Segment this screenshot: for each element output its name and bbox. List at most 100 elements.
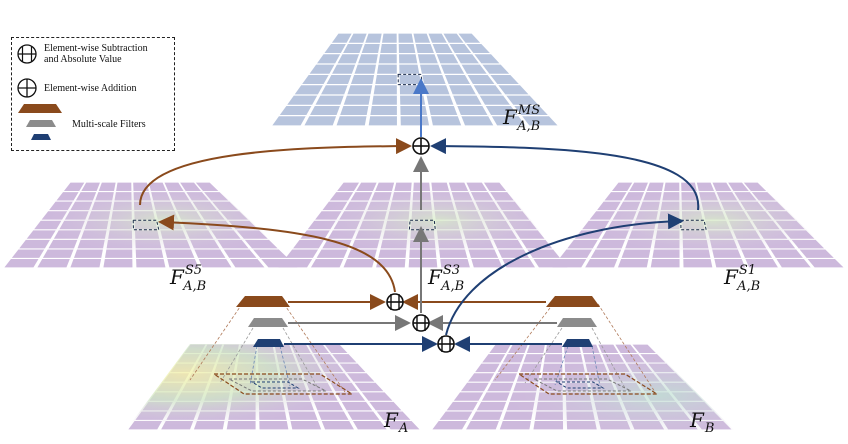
grid-cell: [375, 74, 397, 85]
grid-f-s5: [2, 182, 300, 268]
grid-cell: [321, 85, 348, 95]
grid-f-a: [126, 344, 422, 430]
grid-cell: [373, 85, 397, 95]
grid-cell: [315, 95, 344, 105]
legend-addition-label: Element-wise Addition: [44, 82, 137, 94]
grid-cell: [399, 64, 420, 74]
grid-cell: [377, 64, 397, 74]
grid-cell: [490, 74, 519, 85]
filter-s3-left: [248, 318, 288, 327]
label-f-ms: FMSA,B: [503, 103, 541, 134]
heatmap-overlay: [2, 182, 300, 268]
subtraction-op-s5: [386, 293, 404, 311]
grid-cell: [368, 116, 397, 126]
grid-cell: [436, 54, 459, 64]
grid-cell: [444, 74, 471, 85]
legend-subtraction-line1: Element-wise Subtraction: [44, 43, 148, 54]
addition-icon: [17, 78, 37, 98]
grid-cell: [422, 74, 446, 85]
grid-cell: [522, 116, 558, 126]
fusion-arrows: [139, 78, 700, 211]
filter-s5-right: [546, 296, 600, 307]
grid-cell: [426, 95, 454, 105]
grid-cell: [336, 116, 367, 126]
grid-cell: [432, 43, 453, 54]
grid-cell: [399, 85, 424, 95]
subtraction-op-s3: [412, 314, 430, 332]
highlight-cell: [397, 73, 424, 86]
legend: Element-wise Subtraction and Absolute Va…: [11, 37, 175, 151]
subtraction-icon: [17, 44, 37, 64]
label-f-s5: FS5A,B: [170, 263, 207, 294]
subtraction-op-s1: [437, 335, 455, 353]
grid-cell: [380, 43, 397, 54]
grid-cell: [381, 33, 397, 43]
grid-cell: [466, 43, 490, 54]
grid-cell: [415, 43, 434, 54]
grid-cell: [340, 105, 369, 116]
grid-cell: [461, 64, 487, 74]
grid-f-ms: [272, 33, 558, 126]
grid-cell: [453, 95, 482, 105]
heatmap-overlay: [430, 344, 734, 430]
legend-filters-label: Multi-scale Filters: [72, 118, 146, 130]
grid-cell: [440, 64, 465, 74]
grid-cell: [449, 43, 472, 54]
grid-f-b: [430, 344, 734, 430]
grid-cell: [428, 33, 447, 43]
grid-cell: [398, 54, 418, 64]
label-f-s1: FS1A,B: [724, 263, 761, 294]
grid-cell: [461, 116, 494, 126]
filters-right: [546, 296, 600, 347]
legend-filters: Multi-scale Filters: [16, 102, 146, 146]
grid-cell: [473, 85, 503, 95]
grid-cell: [378, 54, 397, 64]
grid-cell: [294, 85, 323, 95]
filter-s3-right: [557, 318, 597, 327]
grid-cell: [358, 54, 378, 64]
grid-cell: [317, 54, 341, 64]
multiscale-filters-icon: [18, 104, 62, 140]
grid-cell: [482, 64, 510, 74]
grid-cell: [365, 33, 382, 43]
grid-cell: [491, 116, 526, 126]
grid-cell: [455, 54, 479, 64]
grid-cell: [332, 64, 356, 74]
grid-cell: [272, 116, 306, 126]
grid-cell: [361, 43, 380, 54]
grid-cell: [400, 116, 430, 126]
grid-cell: [348, 33, 367, 43]
grid-cell: [287, 95, 318, 105]
grid-cell: [399, 74, 422, 85]
filter-s1-left: [253, 339, 284, 347]
grid-cell: [326, 74, 352, 85]
grid-cell: [324, 43, 346, 54]
grid-cell: [417, 54, 438, 64]
label-f-a: FA: [384, 408, 409, 436]
grid-cell: [343, 43, 363, 54]
filter-s1-right: [562, 339, 593, 347]
grid-cell: [304, 116, 337, 126]
grid-cell: [449, 85, 476, 95]
label-f-s3: FS3A,B: [428, 263, 465, 294]
grid-cell: [458, 33, 481, 43]
legend-subtraction: Element-wise Subtraction and Absolute Va…: [16, 43, 148, 65]
grid-cell: [514, 105, 548, 116]
grid-cell: [372, 95, 397, 105]
grid-cell: [474, 54, 500, 64]
grid-cell: [428, 105, 458, 116]
grid-cell: [347, 85, 373, 95]
legend-addition: Element-wise Addition: [16, 77, 137, 99]
grid-cell: [354, 64, 376, 74]
grid-cell: [279, 105, 312, 116]
grid-cell: [413, 33, 431, 43]
grid-cell: [400, 105, 428, 116]
grid-cell: [370, 105, 397, 116]
filter-projection-lines: [189, 303, 656, 393]
grid-cell: [398, 43, 416, 54]
grid-cell: [331, 33, 352, 43]
filter-s5-left: [236, 296, 290, 307]
addition-op: [412, 137, 430, 155]
grid-cell: [400, 95, 426, 105]
